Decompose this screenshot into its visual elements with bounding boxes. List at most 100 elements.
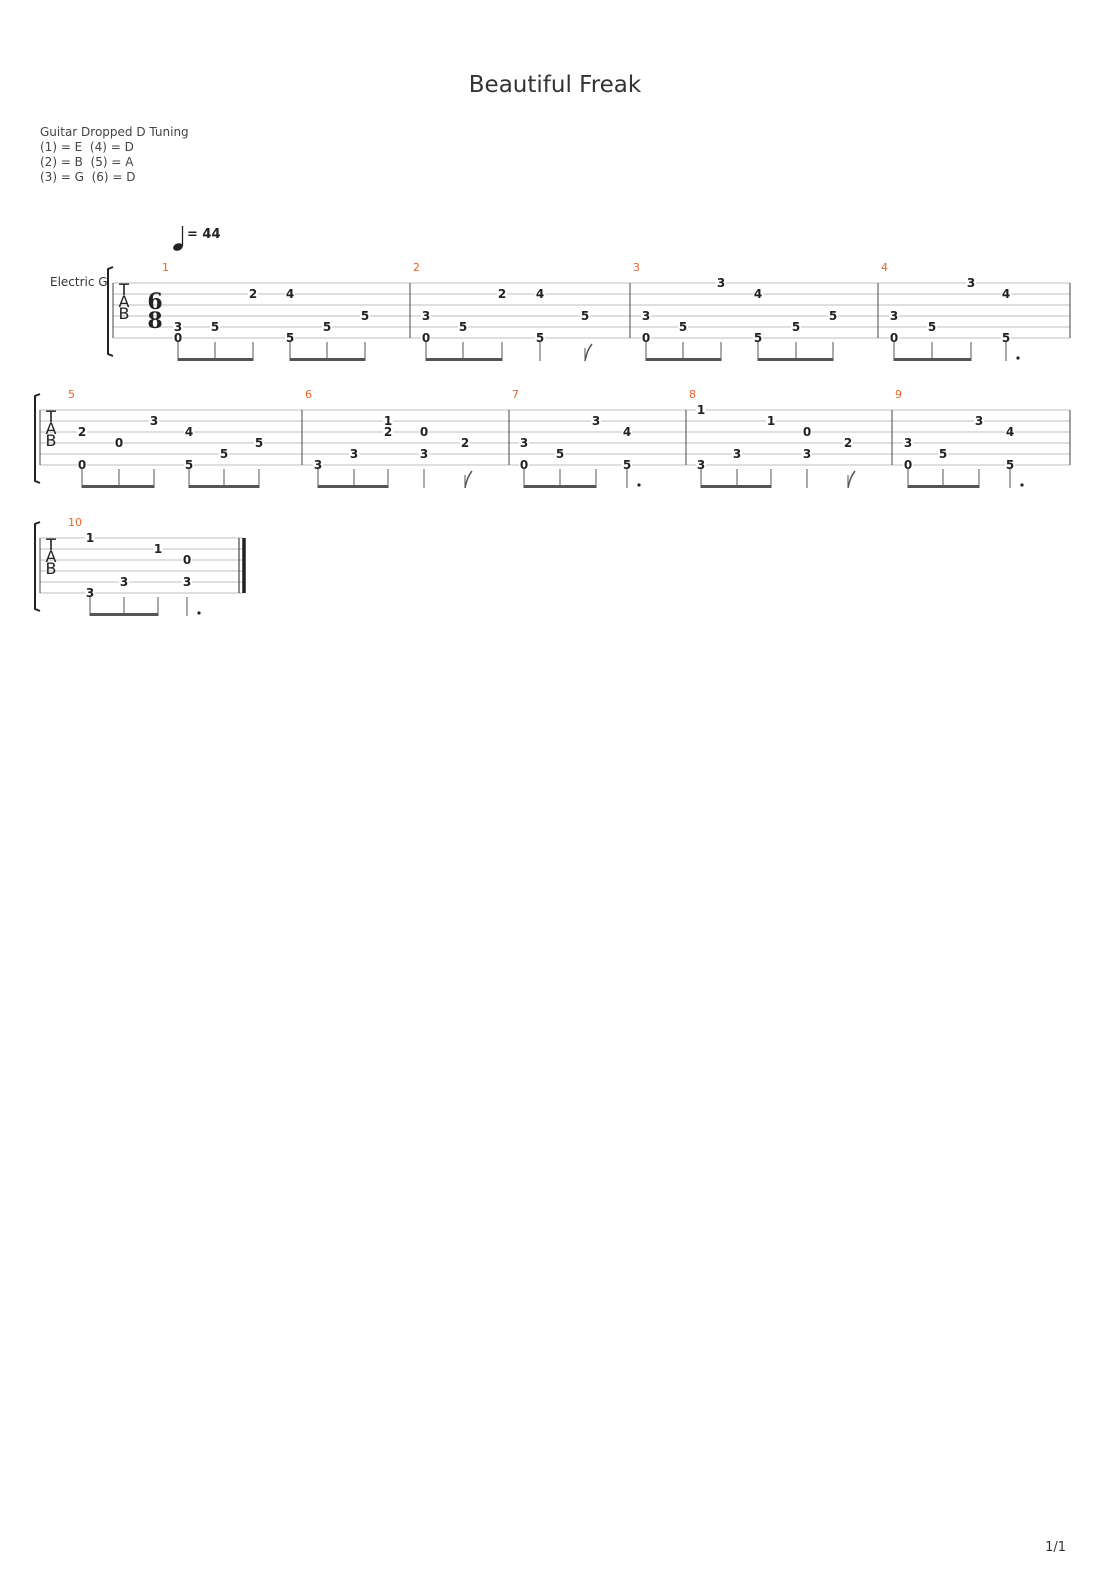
tuning-name: Guitar Dropped D Tuning xyxy=(40,125,189,139)
fret-number: 2 xyxy=(844,436,852,450)
fret-number: 5 xyxy=(581,309,589,323)
fret-number: 4 xyxy=(1002,287,1010,301)
tab-clef-letter: A xyxy=(119,292,130,311)
fret-backing xyxy=(383,427,393,438)
fret-backing xyxy=(753,333,763,344)
fret-backing xyxy=(966,278,976,289)
measure-number: 7 xyxy=(512,388,519,401)
rhythm-dot xyxy=(1016,356,1020,360)
fret-number: 5 xyxy=(1006,458,1014,472)
fret-number: 0 xyxy=(115,436,123,450)
fret-backing xyxy=(210,322,220,333)
fret-number: 0 xyxy=(422,331,430,345)
fret-backing xyxy=(421,311,431,322)
measure-number: 3 xyxy=(633,261,640,274)
fret-backing xyxy=(927,322,937,333)
fret-number: 0 xyxy=(642,331,650,345)
fret-backing xyxy=(641,333,651,344)
fret-number: 5 xyxy=(939,447,947,461)
fret-backing xyxy=(219,449,229,460)
fret-number: 2 xyxy=(249,287,257,301)
fret-number: 3 xyxy=(150,414,158,428)
fret-number: 5 xyxy=(928,320,936,334)
note-beam xyxy=(290,358,365,361)
fret-number: 1 xyxy=(86,531,94,545)
tab-clef-letter: B xyxy=(119,304,130,323)
fret-number: 5 xyxy=(754,331,762,345)
fret-backing xyxy=(678,322,688,333)
fret-backing xyxy=(77,427,87,438)
note-flag xyxy=(847,470,856,489)
tuning-line: (2) = B (5) = A xyxy=(40,155,134,169)
fret-backing xyxy=(843,438,853,449)
fret-number: 3 xyxy=(803,447,811,461)
fret-backing xyxy=(383,416,393,427)
fret-backing xyxy=(285,333,295,344)
fret-backing xyxy=(535,289,545,300)
fret-backing xyxy=(903,438,913,449)
fret-number: 2 xyxy=(498,287,506,301)
fret-backing xyxy=(360,311,370,322)
fret-backing xyxy=(766,416,776,427)
fret-number: 4 xyxy=(623,425,631,439)
rhythm-dot xyxy=(1020,483,1024,487)
note-flag xyxy=(464,470,473,489)
fret-backing xyxy=(184,460,194,471)
fret-number: 3 xyxy=(642,309,650,323)
fret-number: 3 xyxy=(183,575,191,589)
tuning-line: (3) = G (6) = D xyxy=(40,170,136,184)
fret-number: 3 xyxy=(86,586,94,600)
fret-number: 5 xyxy=(286,331,294,345)
fret-backing xyxy=(889,333,899,344)
measure-number: 6 xyxy=(305,388,312,401)
fret-number: 5 xyxy=(556,447,564,461)
fret-backing xyxy=(1005,427,1015,438)
fret-number: 5 xyxy=(220,447,228,461)
tab-clef-letter: B xyxy=(46,431,57,450)
fret-number: 3 xyxy=(592,414,600,428)
fret-number: 3 xyxy=(967,276,975,290)
fret-number: 1 xyxy=(697,403,705,417)
fret-backing xyxy=(184,427,194,438)
fret-number: 5 xyxy=(1002,331,1010,345)
fret-backing xyxy=(1001,289,1011,300)
fret-number: 3 xyxy=(890,309,898,323)
fret-number: 3 xyxy=(420,447,428,461)
fret-backing xyxy=(974,416,984,427)
fret-number: 2 xyxy=(384,425,392,439)
fret-number: 4 xyxy=(536,287,544,301)
fret-backing xyxy=(732,449,742,460)
tab-clef-letter: A xyxy=(46,547,57,566)
fret-backing xyxy=(828,311,838,322)
fret-number: 1 xyxy=(384,414,392,428)
fret-number: 0 xyxy=(174,331,182,345)
system-bracket xyxy=(34,393,41,484)
fret-number: 5 xyxy=(536,331,544,345)
fret-backing xyxy=(791,322,801,333)
fret-backing xyxy=(182,577,192,588)
fret-backing xyxy=(641,311,651,322)
fret-backing xyxy=(349,449,359,460)
note-beam xyxy=(701,485,771,488)
note-beam xyxy=(646,358,721,361)
fret-backing xyxy=(519,438,529,449)
tempo-value: = 44 xyxy=(187,227,221,242)
note-beam xyxy=(178,358,253,361)
measure-number: 9 xyxy=(895,388,902,401)
fret-backing xyxy=(248,289,258,300)
fret-backing xyxy=(696,460,706,471)
measure-number: 2 xyxy=(413,261,420,274)
note-beam xyxy=(908,485,979,488)
fret-backing xyxy=(149,416,159,427)
fret-backing xyxy=(119,577,129,588)
tab-system: TAB5020354556331230270353548313130290353… xyxy=(34,388,1071,489)
fret-number: 5 xyxy=(792,320,800,334)
note-flag xyxy=(584,343,593,362)
fret-number: 0 xyxy=(520,458,528,472)
fret-number: 3 xyxy=(717,276,725,290)
